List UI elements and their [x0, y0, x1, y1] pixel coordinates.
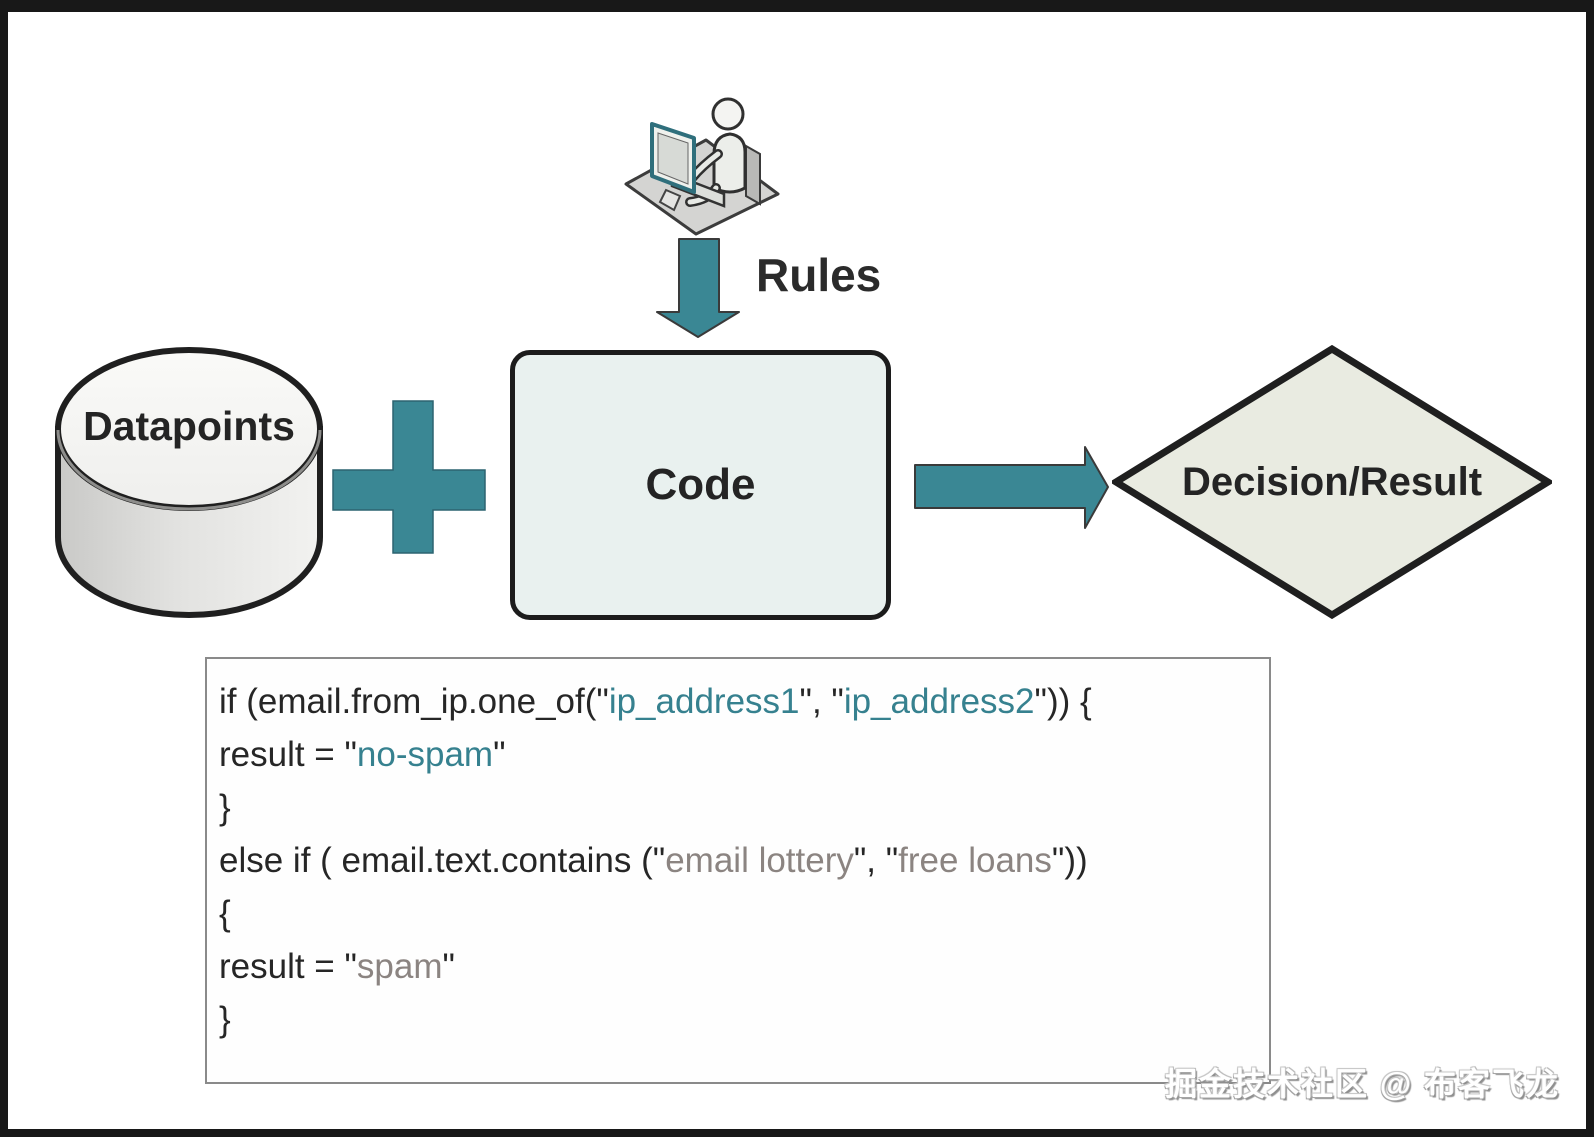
decision-label: Decision/Result [1181, 459, 1483, 504]
code-snippet-box: if (email.from_ip.one_of("ip_address1", … [205, 657, 1271, 1084]
watermark: 掘金技术社区 @ 布客飞龙 [1165, 1066, 1560, 1102]
database-cylinder [55, 347, 323, 618]
code-label: Code [645, 460, 756, 509]
arrow-right-icon [914, 446, 1109, 529]
decision-diamond [1112, 345, 1552, 619]
code-line: if (email.from_ip.one_of("ip_address1", … [219, 682, 1092, 721]
datapoints-label: Datapoints [83, 402, 295, 449]
code-box: Code [510, 350, 891, 620]
code-line: result = "no-spam" [219, 735, 506, 774]
code-line: } [219, 1000, 231, 1039]
person-at-computer-icon [624, 97, 780, 236]
arrow-down-icon [656, 238, 740, 338]
code-line: { [219, 894, 231, 933]
code-line: result = "spam" [219, 947, 455, 986]
code-line: } [219, 788, 231, 827]
plus-icon [332, 400, 486, 554]
code-snippet-lines: if (email.from_ip.one_of("ip_address1", … [219, 675, 1259, 1046]
code-line: else if ( email.text.contains ("email lo… [219, 841, 1088, 880]
rules-label: Rules [756, 249, 882, 301]
